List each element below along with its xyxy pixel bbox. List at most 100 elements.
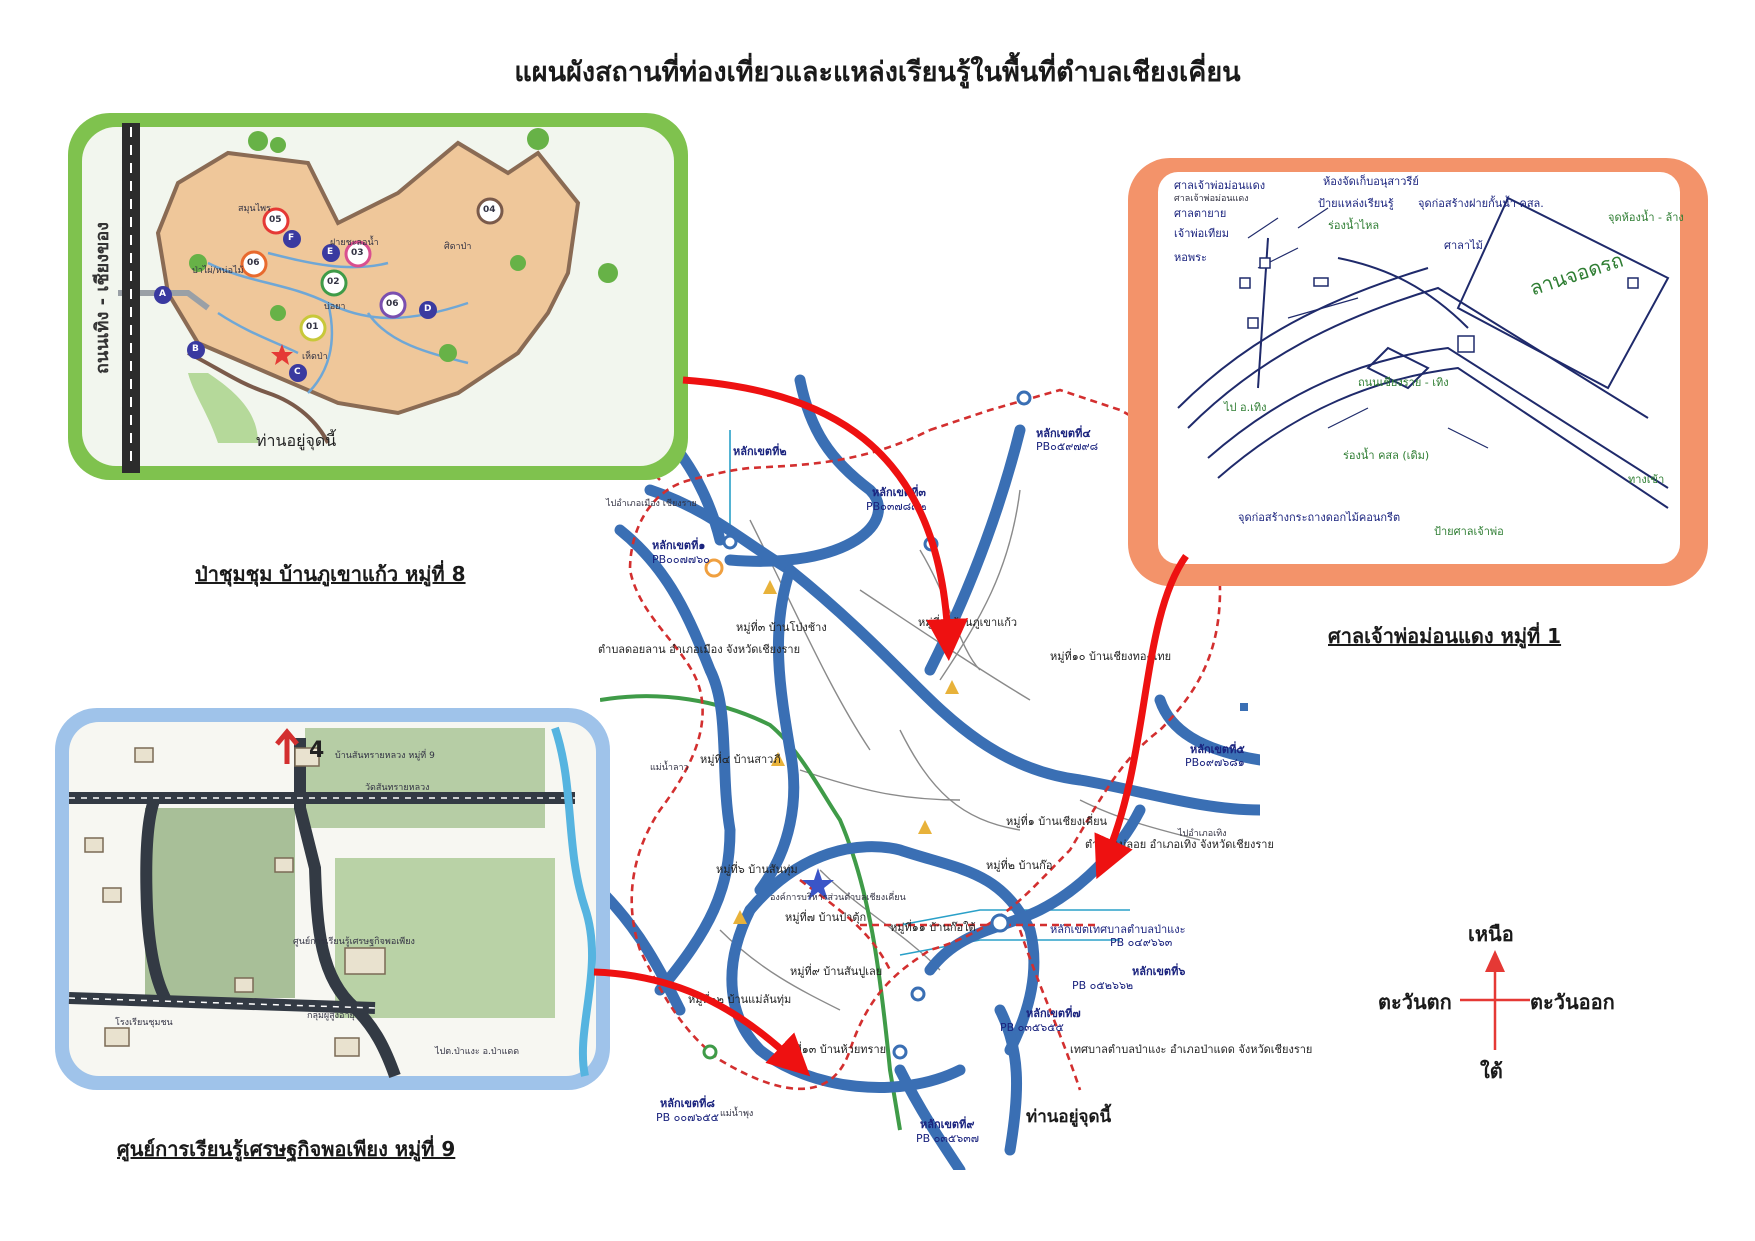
marker-code-5: PB๐๙๗๖๘๑ <box>1185 756 1245 769</box>
village-11: หมู่ที่๑๑ บ้านก๊อใต้ <box>890 921 976 934</box>
shrine-label-sub: ศาลเจ้าพ่อม่อนแดง <box>1174 194 1249 204</box>
marker-label-7: หลักเขตที่๗ <box>1026 1007 1081 1020</box>
marker-label-5: หลักเขตที่๕ <box>1190 743 1245 756</box>
shrine-label-grandpa: ศาลตายาย <box>1174 207 1227 220</box>
compass-west: ตะวันตก <box>1378 990 1452 1014</box>
forest-marker-01: 01 <box>306 322 319 332</box>
forest-you-are-here: ท่านอยู่จุดนี้ <box>256 431 337 450</box>
center-label-to-pa-daet: ไปต.ป่าแงะ อ.ป่าแดด <box>435 1047 520 1057</box>
forest-point-b: B <box>192 344 199 354</box>
shrine-label-road: ถนนเชียงราย - เทิง <box>1358 376 1449 389</box>
village-6: หมู่ที่๖ บ้านสันทุ่ม <box>716 863 798 876</box>
sao-office: องค์การบริหารส่วนตำบลเชียงเคี่ยน <box>770 893 906 903</box>
marker-code-6: PB ๐๕๒๖๖๒ <box>1072 979 1134 992</box>
forest-point-f: F <box>288 233 295 243</box>
boundary-square <box>1240 703 1248 711</box>
tambon-west: ตำบลดอยลาน อำเภอเมือง จังหวัดเชียงราย <box>598 643 801 656</box>
marker-label-4: หลักเขตที่๔ <box>1036 427 1091 440</box>
village-13: หมู่ที่๑๓ บ้านห้วยทราย <box>780 1043 887 1056</box>
forest-map-panel[interactable]: ถนนเทิง - เชียงของ ท่านอยู่จุดนี้ เห็ดป่… <box>68 113 688 480</box>
shrine-label-canal: ร่องน้ำไหล <box>1328 219 1380 232</box>
caption-center: ศูนย์การเรียนรู้เศรษฐกิจพอเพียง หมู่ที่ … <box>117 1137 456 1161</box>
forest-marker-06: 06 <box>247 258 260 268</box>
marker-code-9: PB ๐๓๕๖๓๗ <box>916 1132 980 1145</box>
forest-place-06: ป่าไผ่/หน่อไม้ <box>192 266 244 276</box>
shrine-label-old-ditch: ร่องน้ำ คสล (เดิม) <box>1343 449 1430 462</box>
marker-label-6: หลักเขตที่๖ <box>1132 965 1186 978</box>
village-7: หมู่ที่๗ บ้านป่าตุ้ก <box>785 911 867 924</box>
shrine-label-weir: จุดก่อสร้างฝายกั้นน้ำ คสล. <box>1418 197 1544 210</box>
forest-point-e: E <box>327 247 334 257</box>
marker-code-3: PB๐๓๗๘๙๒ <box>866 500 927 513</box>
marker-code-7: PB ๐๓๕๖๕๕ <box>1000 1021 1064 1034</box>
forest-road-name: ถนนเทิง - เชียงของ <box>92 222 113 374</box>
shrine-label-way-in: ทางเข้า <box>1628 473 1665 486</box>
center-label-school: โรงเรียนชุมชน <box>115 1018 173 1028</box>
center-label-temple: วัดสันทรายหลวง <box>365 783 430 793</box>
compass-north: เหนือ <box>1468 922 1514 946</box>
shrine-label-flower: จุดก่อสร้างกระถางดอกไม้คอนกรีต <box>1238 511 1401 524</box>
village-8: หมู่ที่๘ บ้านภูเขาแก้ว <box>918 616 1018 629</box>
central-you-are-here: ท่านอยู่จุดนี้ <box>1026 1107 1112 1127</box>
marker-label-9: หลักเขตที่๙ <box>920 1118 975 1131</box>
forest-marker-02: 02 <box>327 277 340 287</box>
village-1: หมู่ที่๑ บ้านเชียงเคี่ยน <box>1006 815 1108 828</box>
marker-code-8: PB ๐๐๗๖๕๕ <box>656 1111 720 1124</box>
tambon-south: เทศบาลตำบลป่าแงะ อำเภอป่าแดด จังหวัดเชีย… <box>1070 1043 1313 1056</box>
center-label-elders: กลุ่มผู้สูงอายุ <box>307 1011 355 1021</box>
shrine-label-hall: หอพระ <box>1174 251 1207 264</box>
forest-point-c: C <box>294 367 301 377</box>
marker-pa-ngae-code: PB ๐๔๙๖๖๓ <box>1110 936 1173 949</box>
to-mueang: ไปอำเภอเมือง เชียงราย <box>606 499 697 509</box>
forest-place-02: บ่อยา <box>324 302 346 312</box>
shrine-map-panel[interactable]: ศาลเจ้าพ่อม่อนแดง ศาลเจ้าพ่อม่อนแดง ศาลต… <box>1128 158 1708 586</box>
river-lao: แม่น้ำลาว <box>650 763 689 773</box>
compass-east: ตะวันออก <box>1530 990 1615 1014</box>
shrine-label-toilet: จุดห้องน้ำ - ล้าง <box>1608 211 1684 224</box>
to-theng: ไปอำเภอเทิง <box>1178 829 1227 839</box>
shrine-label-pavilion: ศาลาไม้ <box>1444 239 1483 252</box>
shrine-label-main: ศาลเจ้าพ่อม่อนแดง <box>1174 179 1266 192</box>
forest-place-05: สมุนไพร <box>238 204 271 214</box>
center-label-name: ศูนย์การเรียนรู้เศรษฐกิจพอเพียง <box>293 937 415 947</box>
green-pin <box>702 1044 718 1060</box>
green-road <box>600 694 902 1131</box>
center-map-panel[interactable]: 4 ศูนย์การเรียนรู้เศรษฐกิจพอเพียง โรงเรี… <box>55 708 610 1090</box>
forest-place-04: ศิดาป่า <box>444 242 472 252</box>
marker-label-2: หลักเขตที่๒ <box>733 445 787 458</box>
village-10: หมู่ที่๑๐ บ้านเชียงทองไทย <box>1050 650 1172 663</box>
forest-place-03: ฝายชะลอน้ำ <box>330 238 379 248</box>
shrine-label-learning-sign: ป้ายแหล่งเรียนรู้ <box>1318 197 1394 210</box>
village-3: หมู่ที่๓ บ้านโป่งช้าง <box>736 621 827 634</box>
forest-place-01: เห็ดป่า <box>302 352 328 362</box>
forest-marker-03: 03 <box>351 248 364 258</box>
shrine-label-sign: ป้ายศาลเจ้าพ่อ <box>1434 525 1504 538</box>
caption-shrine: ศาลเจ้าพ่อม่อนแดง หมู่ที่ 1 <box>1328 624 1562 648</box>
forest-marker-05: 05 <box>269 215 282 225</box>
caption-forest: ป่าชุมชุม บ้านภูเขาแก้ว หมู่ที่ 8 <box>195 562 466 586</box>
center-label-village: บ้านสันทรายหลวง หมู่ที่ 9 <box>335 751 435 761</box>
center-map-drawing <box>68 722 596 1079</box>
compass-rose <box>1460 950 1530 1050</box>
compass-south: ใต้ <box>1480 1059 1503 1083</box>
village-9: หมู่ที่๙ บ้านสันปูเลย <box>790 965 883 978</box>
forest-marker-06b: 06 <box>386 299 399 309</box>
shrine-map-drawing <box>1158 172 1680 564</box>
shrine-label-lord: เจ้าพ่อเทียม <box>1174 227 1229 240</box>
sao-office-star <box>802 868 834 900</box>
marker-pa-ngae: หลักเขตเทศบาลตำบลป่าแงะ <box>1050 923 1186 936</box>
shrine-label-statue: ห้องจัดเก็บอนุสาวรีย์ <box>1323 175 1419 188</box>
village-4: หมู่ที่๔ บ้านสาวภี <box>700 753 781 766</box>
marker-code-4: PB๐๕๙๗๙๘ <box>1036 440 1099 453</box>
marker-code-1: PB๐๐๗๗๖๐ <box>652 553 710 566</box>
center-north-mark: 4 <box>309 738 325 763</box>
shrine-label-to-theng: ไป อ.เทิง <box>1224 401 1267 414</box>
village-2: หมู่ที่๒ บ้านก๊อ <box>986 859 1053 872</box>
page-title: แผนผังสถานที่ท่องเที่ยวและแหล่งเรียนรู้ใ… <box>514 57 1241 88</box>
village-12: หมู่ที่๑๒ บ้านแม่ลันทุ่ม <box>688 993 792 1006</box>
forest-marker-04: 04 <box>483 205 496 215</box>
marker-label-8: หลักเขตที่๘ <box>660 1097 715 1110</box>
forest-point-a: A <box>159 289 166 299</box>
forest-map-drawing <box>82 123 674 473</box>
forest-point-d: D <box>424 304 432 314</box>
